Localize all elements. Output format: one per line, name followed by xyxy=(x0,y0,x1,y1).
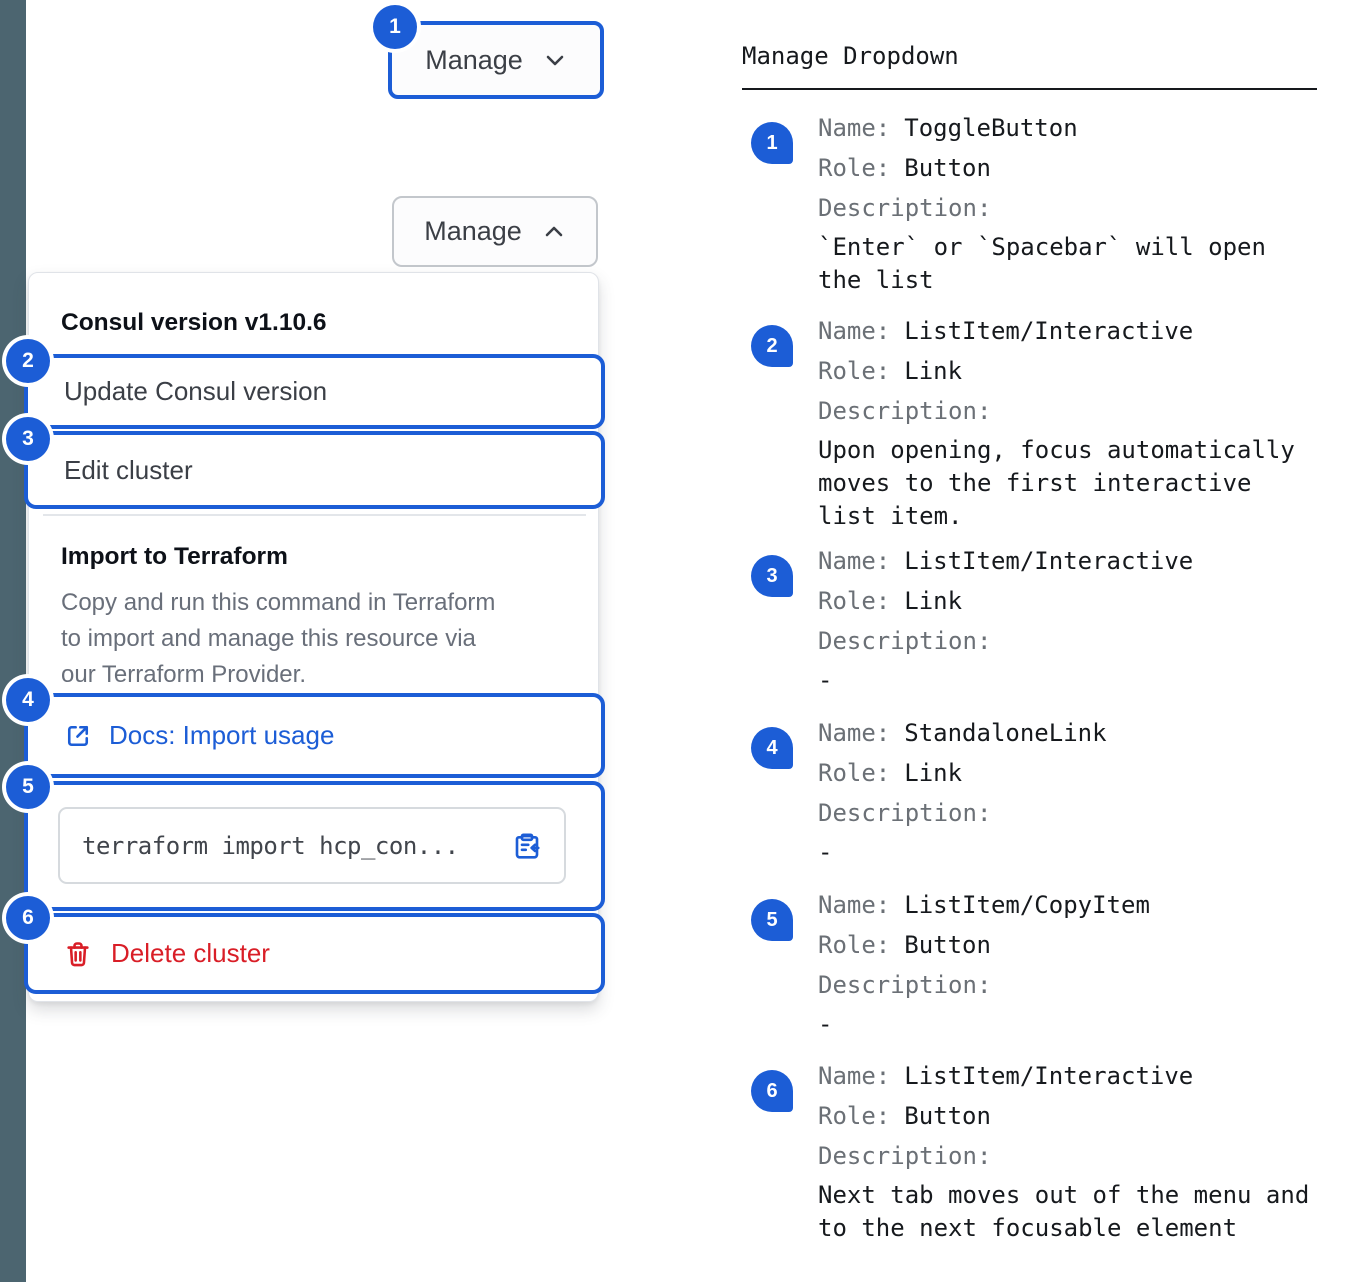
manage-toggle-label: Manage xyxy=(425,44,523,75)
doc-item-role: Button xyxy=(904,1102,991,1130)
doc-item-description: Upon opening, focus automatically moves … xyxy=(818,436,1295,530)
description-label: Description: xyxy=(818,1142,992,1170)
doc-item-name: ListItem/Interactive xyxy=(904,317,1194,345)
annotation-badge-1: 1 xyxy=(373,5,417,49)
external-link-icon xyxy=(64,722,92,750)
manage-toggle-button-open[interactable]: Manage xyxy=(392,196,598,267)
role-label: Role: xyxy=(818,357,891,385)
doc-badge-6: 6 xyxy=(751,1070,793,1112)
role-label: Role: xyxy=(818,1102,891,1130)
doc-item-role: Link xyxy=(904,587,963,615)
chevron-down-icon xyxy=(543,48,567,72)
description-label: Description: xyxy=(818,627,992,655)
doc-item-role: Link xyxy=(904,759,963,787)
doc-item-role: Button xyxy=(904,154,991,182)
doc-item-role: Link xyxy=(904,357,963,385)
name-label: Name: xyxy=(818,891,891,919)
doc-item-name: StandaloneLink xyxy=(904,719,1107,747)
doc-item-2: 2 Name: ListItem/Interactive Role: Link De… xyxy=(751,311,1338,533)
doc-item-description: - xyxy=(818,666,833,694)
doc-item-name: ListItem/Interactive xyxy=(904,547,1194,575)
description-label: Description: xyxy=(818,971,992,999)
doc-item-name: ListItem/Interactive xyxy=(904,1062,1194,1090)
doc-item-1: 1 Name: ToggleButton Role: Button Descript… xyxy=(751,108,1338,297)
delete-cluster-label: Delete cluster xyxy=(111,938,270,968)
role-label: Role: xyxy=(818,931,891,959)
name-label: Name: xyxy=(818,547,891,575)
annotation-badge-4: 4 xyxy=(6,678,50,722)
doc-item-5: 5 Name: ListItem/CopyItem Role: Button Des… xyxy=(751,885,1338,1041)
role-label: Role: xyxy=(818,587,891,615)
name-label: Name: xyxy=(818,114,891,142)
doc-item-4: 4 Name: StandaloneLink Role: Link Descript… xyxy=(751,713,1338,869)
annotation-badge-5: 5 xyxy=(6,765,50,809)
doc-item-name: ToggleButton xyxy=(904,114,1078,142)
doc-item-description: `Enter` or `Spacebar` will open the list xyxy=(818,233,1266,294)
name-label: Name: xyxy=(818,1062,891,1090)
menu-item-update-consul-version[interactable]: Update Consul version xyxy=(24,354,605,429)
role-label: Role: xyxy=(818,154,891,182)
doc-heading: Manage Dropdown xyxy=(742,42,959,70)
role-label: Role: xyxy=(818,759,891,787)
doc-badge-1: 1 xyxy=(751,122,793,164)
copy-to-clipboard-icon[interactable] xyxy=(512,831,542,861)
doc-item-name: ListItem/CopyItem xyxy=(904,891,1150,919)
docs-link-label: Docs: Import usage xyxy=(109,720,335,750)
doc-badge-2: 2 xyxy=(751,325,793,367)
menu-item-delete-cluster[interactable]: Delete cluster xyxy=(24,913,605,994)
doc-item-role: Button xyxy=(904,931,991,959)
left-edge-strip xyxy=(0,0,26,1282)
doc-item-description: - xyxy=(818,838,833,866)
menu-item-copy-command[interactable]: terraform import hcp_con... xyxy=(24,781,605,911)
doc-item-3: 3 Name: ListItem/Interactive Role: Link De… xyxy=(751,541,1338,697)
menu-section-title-terraform: Import to Terraform xyxy=(61,543,288,570)
menu-item-edit-cluster[interactable]: Edit cluster xyxy=(24,431,605,509)
menu-item-label: Edit cluster xyxy=(64,454,193,485)
annotation-badge-6: 6 xyxy=(6,896,50,940)
description-label: Description: xyxy=(818,194,992,222)
menu-terraform-description: Copy and run this command in Terraform t… xyxy=(61,589,496,688)
doc-heading-rule xyxy=(742,88,1317,90)
menu-item-label: Update Consul version xyxy=(64,376,328,406)
menu-divider xyxy=(43,514,586,516)
annotation-badge-2: 2 xyxy=(6,339,50,383)
chevron-up-icon xyxy=(542,220,566,244)
menu-section-title-version: Consul version v1.10.6 xyxy=(61,309,327,336)
manage-dropdown-menu: Consul version v1.10.6 Update Consul ver… xyxy=(24,272,605,1002)
terraform-command-field[interactable]: terraform import hcp_con... xyxy=(58,807,566,884)
doc-badge-5: 5 xyxy=(751,899,793,941)
description-label: Description: xyxy=(818,397,992,425)
menu-item-docs-import-usage[interactable]: Docs: Import usage xyxy=(24,693,605,778)
doc-item-description: - xyxy=(818,1010,833,1038)
description-label: Description: xyxy=(818,799,992,827)
name-label: Name: xyxy=(818,719,891,747)
doc-item-description: Next tab moves out of the menu and to th… xyxy=(818,1181,1310,1242)
manage-toggle-button-closed[interactable]: Manage xyxy=(388,21,604,99)
trash-icon xyxy=(64,940,92,968)
doc-badge-3: 3 xyxy=(751,555,793,597)
manage-toggle-label: Manage xyxy=(424,216,522,246)
doc-item-6: 6 Name:ListItem/Interactive Role:Button … xyxy=(751,1056,1338,1245)
name-label: Name: xyxy=(818,317,891,345)
terraform-command-text: terraform import hcp_con... xyxy=(82,831,459,860)
doc-badge-4: 4 xyxy=(751,727,793,769)
annotation-badge-3: 3 xyxy=(6,417,50,461)
